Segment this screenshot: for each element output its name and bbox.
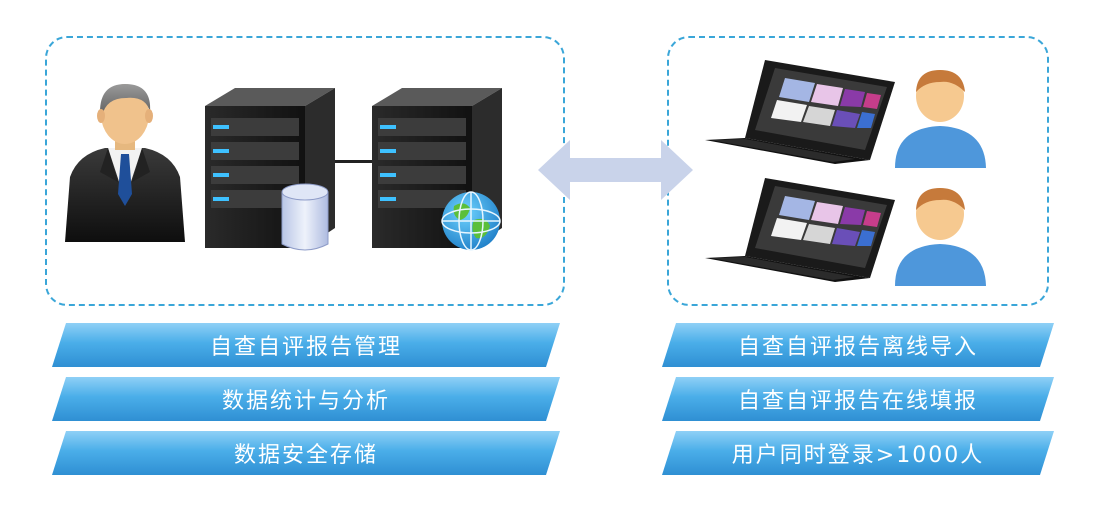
user-icon [895, 70, 986, 168]
double-arrow-icon [538, 140, 693, 200]
feature-label-secure-storage: 数据安全存储 [52, 431, 560, 475]
feature-label-offline-import: 自查自评报告离线导入 [662, 323, 1054, 367]
feature-label-report-management: 自查自评报告管理 [52, 323, 560, 367]
server-icon [372, 88, 502, 248]
database-icon [281, 183, 329, 251]
connector-line [335, 160, 385, 163]
globe-icon [441, 191, 501, 251]
feature-label-online-filling: 自查自评报告在线填报 [662, 377, 1054, 421]
feature-label-statistics: 数据统计与分析 [52, 377, 560, 421]
user-icon [895, 188, 986, 286]
laptop-icon [705, 60, 895, 164]
feature-label-concurrent-users: 用户同时登录>1000人 [662, 431, 1054, 475]
laptop-icon [705, 178, 895, 282]
admin-person-icon [65, 84, 185, 242]
